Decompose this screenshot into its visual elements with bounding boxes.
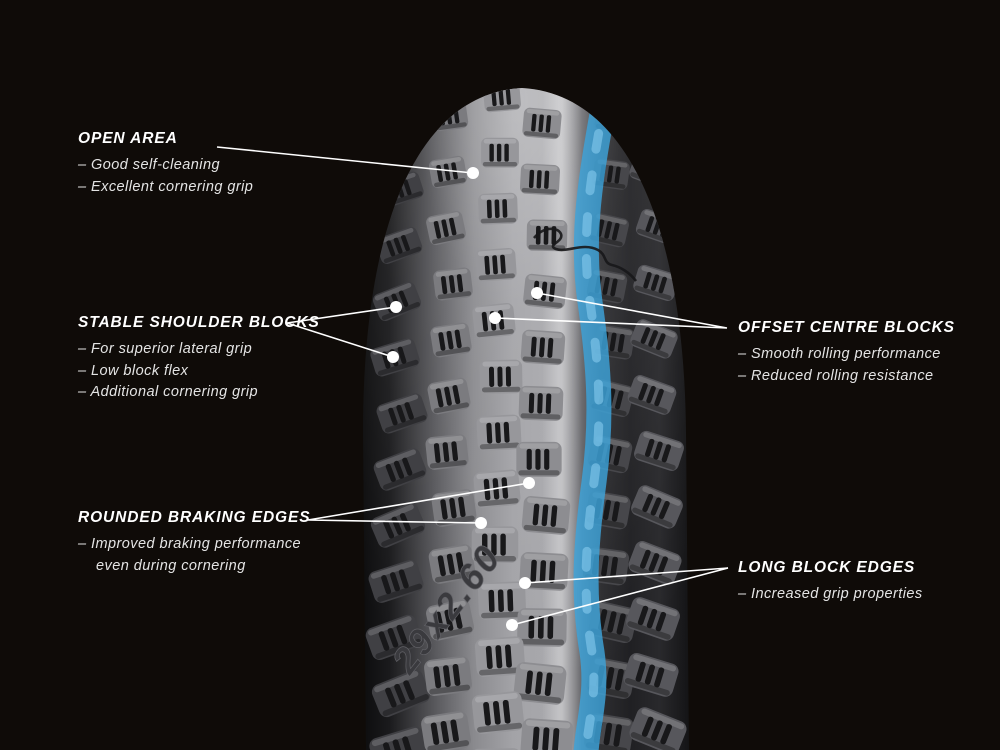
leader-lines — [216, 146, 729, 626]
leader-long-block-edges — [511, 567, 729, 626]
callout-line: – Low block flex — [78, 362, 189, 379]
callout-line: – Increased grip properties — [738, 586, 923, 602]
callout-heading: LONG BLOCK EDGES — [738, 559, 916, 576]
leader-rounded-braking-edges — [307, 482, 530, 524]
callout-line: – Reduced rolling resistance — [738, 367, 934, 384]
leader-offset-centre-blocks — [494, 292, 728, 329]
leader-dots — [387, 167, 543, 631]
callout-line: – Improved braking performance — [78, 536, 302, 552]
callout-offset-centre-blocks: OFFSET CENTRE BLOCKS – Smooth rolling pe… — [738, 319, 955, 387]
callout-line: – For superior lateral grip — [78, 341, 253, 357]
callout-heading: OFFSET CENTRE BLOCKS — [738, 319, 955, 336]
leader-stable-shoulder-blocks — [286, 306, 397, 358]
callout-line: – Smooth rolling performance — [738, 346, 941, 362]
callout-open-area: OPEN AREA – Good self-cleaning – Excelle… — [78, 130, 253, 198]
callout-line: – Good self-cleaning — [78, 157, 220, 173]
callout-line: – Excellent cornering grip — [78, 178, 254, 195]
callout-rounded-braking-edges: ROUNDED BRAKING EDGES – Improved braking… — [78, 509, 310, 577]
blue-stripe-highlight — [581, 88, 611, 750]
callout-line: even during cornering — [96, 557, 246, 574]
signature-scribble — [533, 227, 638, 282]
callout-heading: ROUNDED BRAKING EDGES — [78, 509, 311, 526]
callout-line: – Additional cornering grip — [78, 384, 259, 400]
blue-stripe-group — [573, 88, 619, 750]
callout-heading: OPEN AREA — [78, 130, 178, 147]
callout-heading: STABLE SHOULDER BLOCKS — [78, 314, 320, 331]
callout-stable-shoulder-blocks: STABLE SHOULDER BLOCKS – For superior la… — [78, 314, 320, 404]
callout-long-block-edges: LONG BLOCK EDGES – Increased grip proper… — [738, 559, 923, 606]
leader-open-area — [216, 146, 474, 174]
